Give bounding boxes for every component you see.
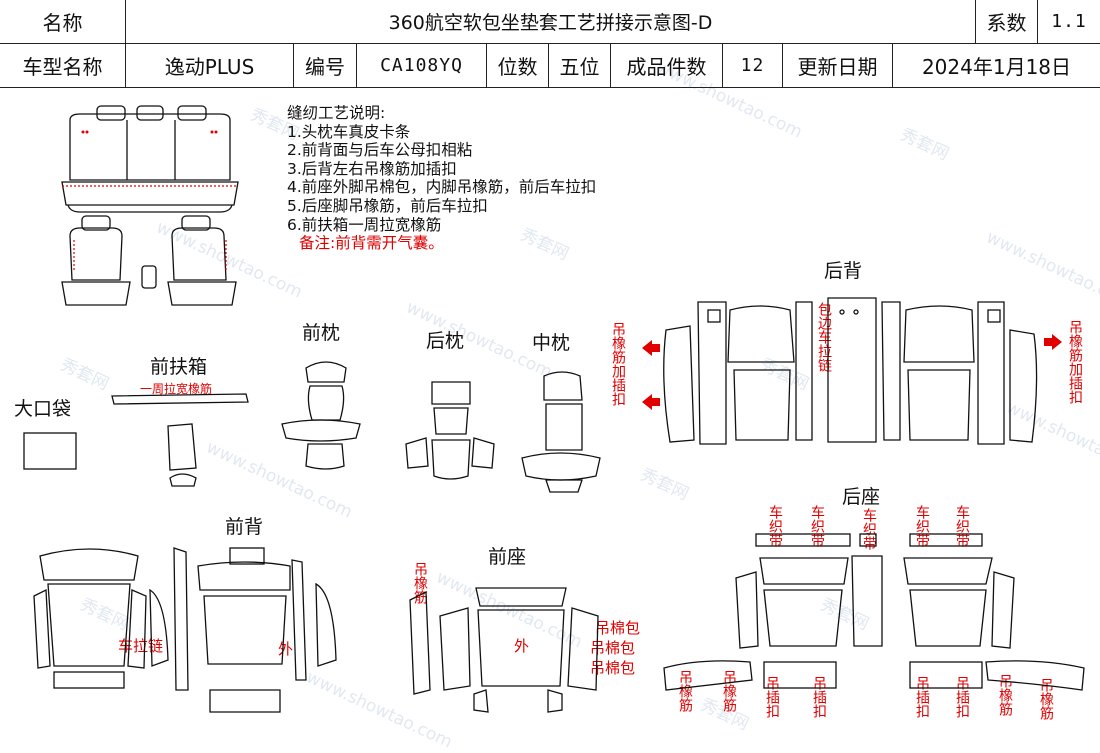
rear-seat-pieces — [663, 533, 1085, 691]
update-label: 更新日期 — [783, 44, 893, 88]
pieces-value: 12 — [723, 44, 783, 88]
front-seats-overview — [61, 215, 237, 306]
front-armrest-pieces — [111, 393, 249, 487]
rear-seat-buckle-4: 吊插扣 — [954, 676, 970, 718]
front-seat-label: 前座 — [488, 546, 527, 568]
pieces-label: 成品件数 — [611, 44, 723, 88]
webbing-note-4: 车织带 — [914, 505, 930, 547]
front-armrest-label: 前扶箱 — [150, 356, 208, 378]
notes-remark: 备注:前背需开气囊。 — [299, 234, 444, 253]
seats-label: 位数 — [487, 44, 549, 88]
rear-back-pieces — [663, 297, 1038, 445]
rear-back-label: 后背 — [824, 260, 863, 282]
cotton-note-2: 吊棉包 — [590, 639, 636, 657]
rear-bench-overview — [61, 105, 239, 213]
rear-seat-hang-1: 吊橡筋 — [677, 670, 693, 712]
note-item: 6.前扶箱一周拉宽橡筋 — [287, 215, 442, 234]
right-hang-note: 吊橡筋加插扣 — [1067, 320, 1083, 404]
note-item: 4.前座外脚吊棉包，内脚吊橡筋，前后车拉扣 — [287, 178, 597, 197]
rear-seat-label: 后座 — [842, 486, 881, 508]
armrest-note: 一周拉宽橡筋 — [140, 382, 213, 396]
webbing-note-3: 车织带 — [861, 508, 877, 550]
notes-title: 缝纫工艺说明: — [287, 104, 386, 122]
left-hang-note: 吊橡筋加插扣 — [610, 322, 626, 406]
name-label: 名称 — [0, 0, 126, 44]
note-item: 2.前背面与后车公母扣相粘 — [287, 141, 473, 160]
series-label: 系数 — [976, 0, 1038, 44]
rear-pillow-label: 后枕 — [426, 330, 465, 352]
red-markers — [81, 130, 1062, 410]
title-block: 名称 360航空软包坐垫套工艺拼接示意图-D 系数 1.1 车型名称 逸动PLU… — [0, 0, 1100, 88]
code-value: CA108YQ — [357, 44, 487, 88]
rear-seat-hang-2: 吊橡筋 — [721, 670, 737, 712]
front-pillow-label: 前枕 — [302, 322, 341, 344]
left-arrow-icon — [642, 340, 660, 356]
model-label: 车型名称 — [0, 44, 126, 88]
big-pocket-shape — [23, 432, 77, 470]
cotton-note-1: 吊棉包 — [595, 619, 641, 637]
webbing-note-5: 车织带 — [954, 505, 970, 547]
diagram-title: 360航空软包坐垫套工艺拼接示意图-D — [126, 0, 976, 44]
code-label: 编号 — [294, 44, 357, 88]
rear-pillow-pieces — [405, 381, 495, 480]
update-value: 2024年1月18日 — [893, 44, 1100, 88]
seats-value: 五位 — [549, 44, 611, 88]
webbing-note-2: 车织带 — [809, 505, 825, 547]
cotton-note-3: 吊棉包 — [590, 659, 636, 677]
rear-seat-hang-3: 吊橡筋 — [997, 674, 1013, 716]
red-stitch-lines — [62, 185, 238, 270]
outer-note-back: 外 — [278, 640, 294, 658]
sewing-notes: 缝纫工艺说明: 1.头枕车真皮卡条 2.前背面与后车公母扣相粘 3.后背左右吊橡… — [287, 104, 596, 253]
webbing-note-1: 车织带 — [767, 505, 783, 547]
outer-note-seat: 外 — [514, 637, 530, 655]
rear-seat-buckle-3: 吊插扣 — [914, 676, 930, 718]
front-pillow-pieces — [281, 361, 361, 470]
note-item: 3.后背左右吊橡筋加插扣 — [287, 159, 457, 178]
note-item: 1.头枕车真皮卡条 — [287, 122, 411, 141]
rear-seat-buckle-1: 吊插扣 — [764, 676, 780, 718]
model-value: 逸动PLUS — [126, 44, 294, 88]
right-arrow-icon — [1044, 334, 1062, 350]
middle-pillow-label: 中枕 — [532, 332, 571, 354]
rear-seat-buckle-2: 吊插扣 — [811, 676, 827, 718]
note-item: 5.后座脚吊橡筋，前后车拉扣 — [287, 196, 488, 215]
rear-seat-hang-4: 吊橡筋 — [1038, 678, 1054, 720]
series-value: 1.1 — [1038, 0, 1100, 44]
middle-pillow-pieces — [521, 371, 601, 493]
pattern-drawing — [23, 105, 1085, 713]
front-back-pieces — [33, 547, 337, 713]
front-back-label: 前背 — [225, 516, 264, 538]
big-pocket-label: 大口袋 — [14, 398, 72, 420]
front-seat-pieces — [409, 587, 599, 713]
left-arrow-icon — [642, 394, 660, 410]
